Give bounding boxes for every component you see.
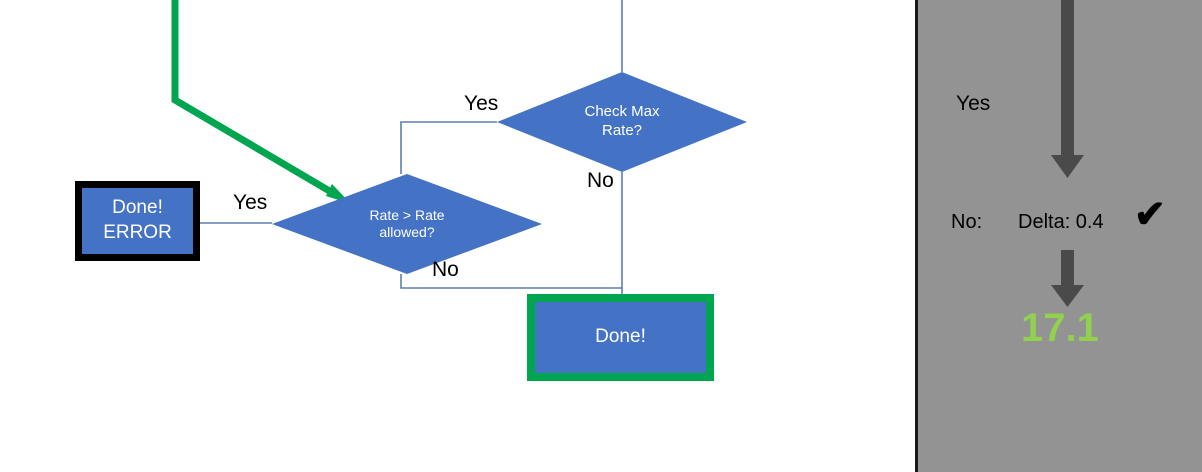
- terminal-done[interactable]: Done!: [527, 294, 714, 381]
- terminal-done-label: Done!: [595, 326, 646, 348]
- terminal-done-error-label: Done! ERROR: [103, 196, 172, 245]
- edge-label-no-rate: No: [432, 258, 459, 281]
- edge-label-yes-check-max: Yes: [464, 92, 499, 115]
- terminal-done-error[interactable]: Done! ERROR: [75, 181, 200, 261]
- side-panel-arrows: [1051, 0, 1084, 307]
- flowchart-connectors: [171, 0, 623, 294]
- highlight-green-path: [171, 0, 340, 200]
- arrow-down-lower: [1051, 250, 1084, 307]
- terminal-done-error-line1: Done!: [112, 197, 163, 219]
- decision-rate-line2: allowed?: [379, 224, 435, 240]
- flowchart-canvas: Check Max Rate? Rate > Rate allowed? Don…: [75, 0, 747, 381]
- decision-rate-line1: Rate > Rate: [369, 206, 445, 223]
- panel-no-label: No:: [951, 211, 983, 233]
- connector-yes-branch: [400, 121, 497, 174]
- decision-check-max-rate-line2: Rate?: [601, 122, 643, 139]
- connector-no-bottom: [400, 274, 622, 289]
- decision-check-max-rate-line1: Check Max: [584, 103, 660, 121]
- decision-check-max-rate-label: Check Max Rate?: [584, 103, 659, 141]
- arrow-down-upper: [1051, 0, 1084, 178]
- checkmark-icon: ✔: [1134, 194, 1166, 236]
- terminal-done-error-line2: ERROR: [103, 222, 172, 243]
- side-overlay-panel: Yes No: Delta: 0.4 ✔ 17.1: [915, 0, 1202, 472]
- panel-yes-label: Yes: [956, 92, 991, 115]
- panel-result-value: 17.1: [1021, 306, 1099, 350]
- edge-label-no-check-max: No: [587, 169, 614, 192]
- decision-rate-greater-than-allowed-label: Rate > Rate allowed?: [369, 207, 444, 242]
- edge-label-yes-rate: Yes: [233, 191, 268, 214]
- panel-delta-value: Delta: 0.4: [1018, 211, 1104, 233]
